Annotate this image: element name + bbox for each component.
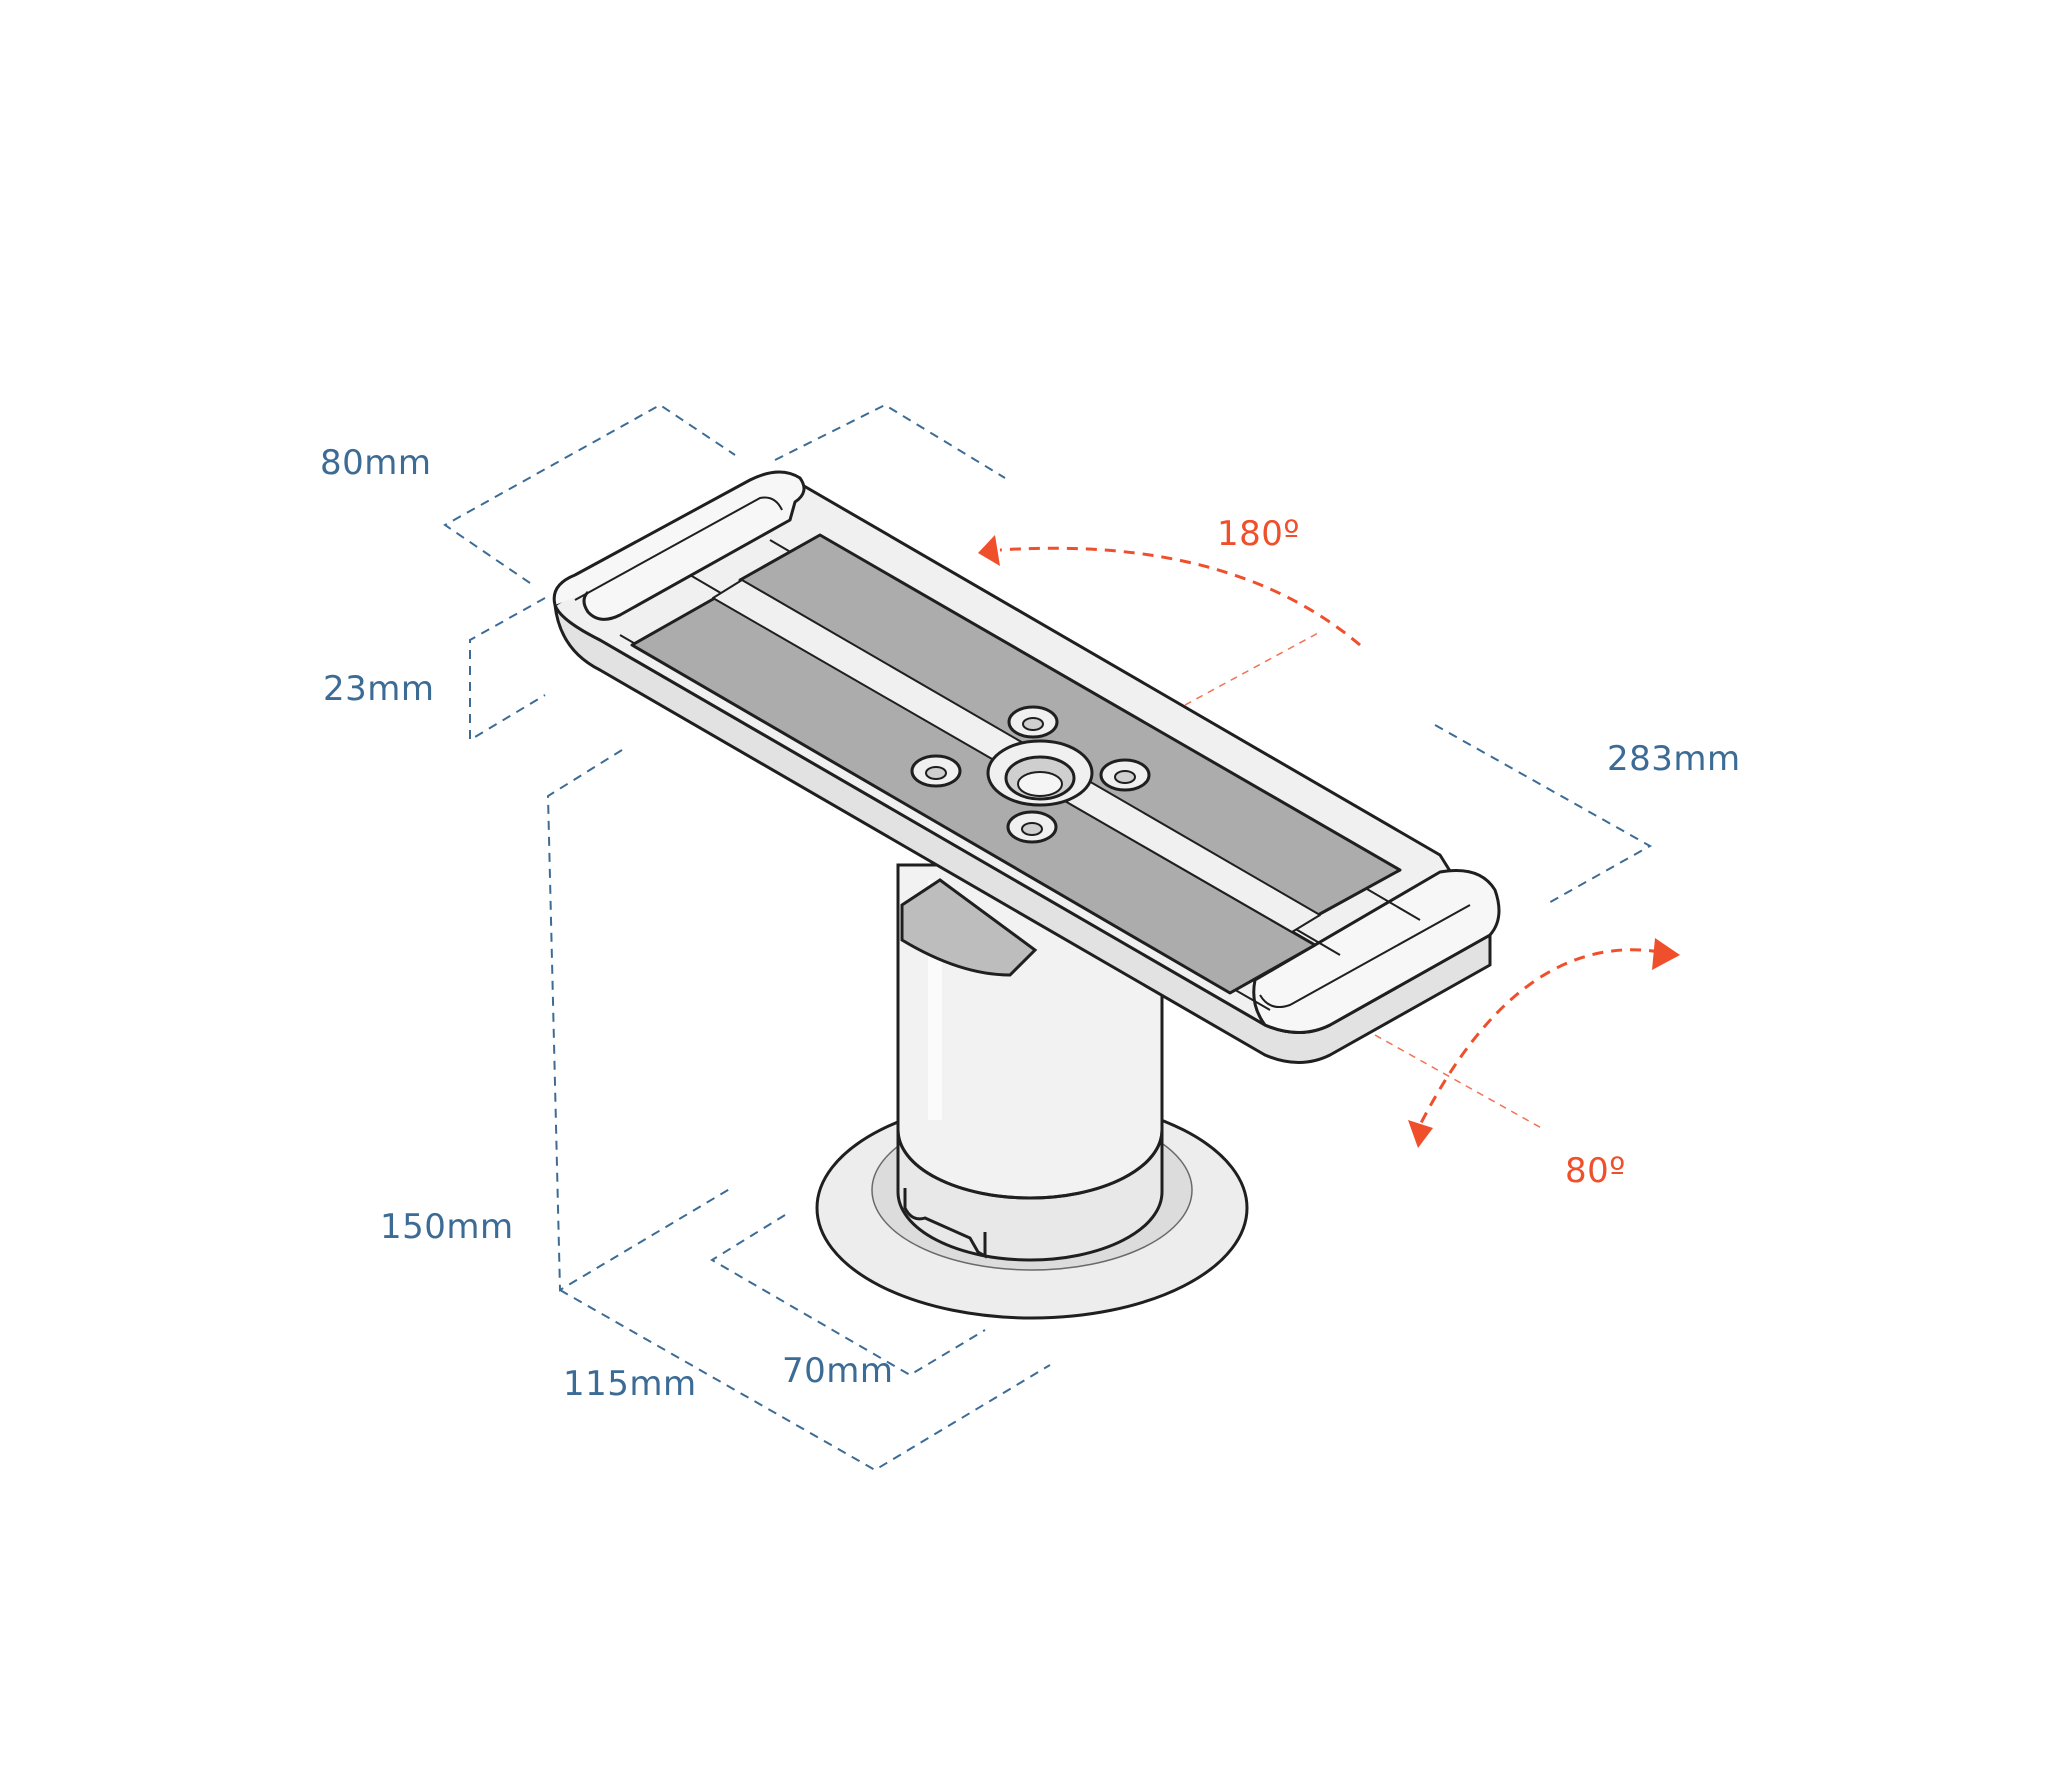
tilt-arrow-head-bottom [1408,1120,1433,1148]
length-label: 283mm [1607,739,1741,779]
column-dimension-line [710,1214,986,1377]
hole-bottom [1006,810,1058,844]
depth-dimension-line [469,597,546,742]
tilt-arrow-head-top [1652,938,1680,970]
cable-notch [903,1188,987,1259]
tilt-angle-label: 80º [1565,1151,1626,1191]
tilt-axis-line [1374,1034,1546,1131]
rotation-indicators [978,535,1680,1148]
left-grip-pad [630,596,1317,995]
rotation-labels: 180º 80º [1217,514,1626,1191]
hole-right [1099,758,1151,792]
depth-label: 23mm [323,669,435,709]
width-dimension-line-right [774,403,1006,479]
base-dimension-line [559,1289,1051,1472]
width-dimension-line [443,403,736,584]
hole-left [910,754,962,788]
height-label: 150mm [380,1207,514,1247]
swivel-axis-line [1184,631,1321,706]
swivel-arc [999,546,1361,647]
dimension-lines [443,403,1653,1472]
hinge-block [900,878,1038,977]
column-diameter-label: 70mm [782,1351,894,1391]
height-dimension-line [546,749,734,1292]
width-label: 80mm [320,443,432,483]
mounting-holes [910,705,1151,844]
dimension-labels: 80mm 23mm 283mm 150mm 115mm 70mm [320,443,1741,1404]
swivel-arrow-head [978,535,1000,566]
swivel-angle-label: 180º [1217,514,1300,554]
base-diameter-label: 115mm [563,1364,697,1404]
length-dimension-line [1434,724,1653,906]
tilt-arc [1418,948,1661,1126]
center-hole [986,739,1094,807]
hole-top [1007,705,1059,739]
